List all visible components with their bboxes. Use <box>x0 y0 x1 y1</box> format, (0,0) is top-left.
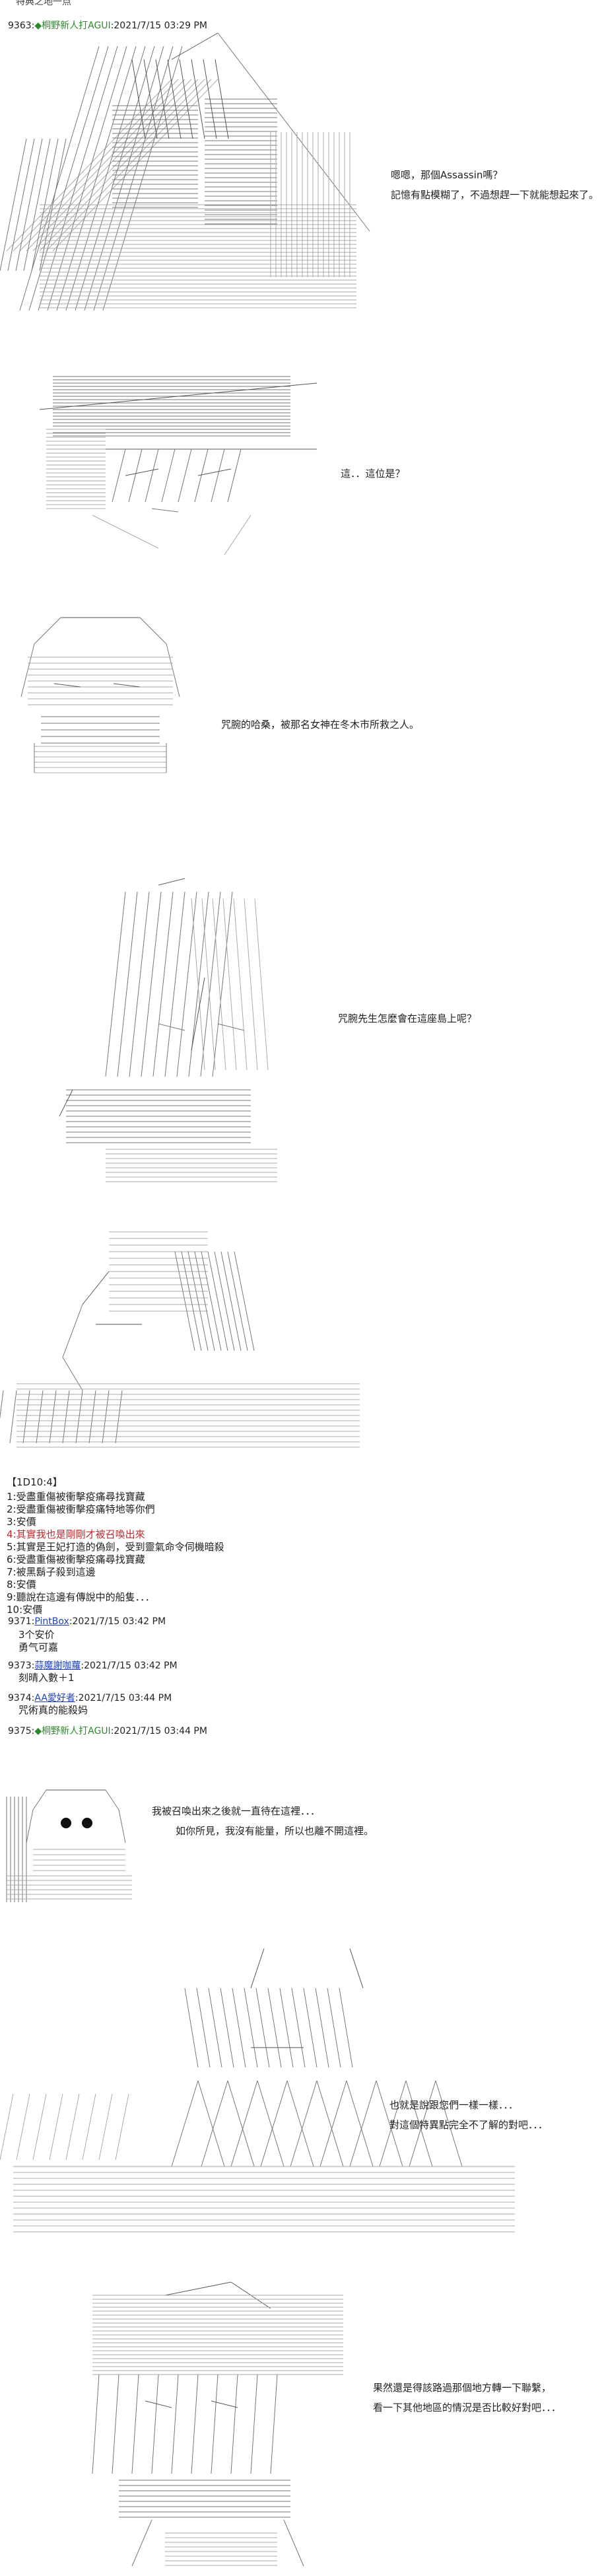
top-fragment-text: 特典之地一点 <box>16 0 71 7</box>
post-body-line: 3个安价 <box>18 1629 55 1641</box>
dice-option: 10:安價 <box>7 1604 43 1616</box>
dialogue-line: 嗯嗯，那個Assassin嗎？ <box>391 169 503 181</box>
post-time: :2021/7/15 03:44 PM <box>75 1693 172 1703</box>
dice-result-header: 【1D10:4】 <box>7 1476 63 1488</box>
post-time: :2021/7/15 03:42 PM <box>81 1661 178 1671</box>
dice-option: 4:其實我也是剛剛才被召喚出來 <box>7 1528 145 1540</box>
post-body: 咒術真的能殺妈 <box>18 1704 88 1717</box>
post-header: 9371:PintBox:2021/7/15 03:42 PM <box>8 1616 166 1627</box>
ascii-art-panel-1 <box>0 32 370 311</box>
dice-option: 9:聽說在這邊有傳說中的船隻．．． <box>7 1591 155 1603</box>
dialogue-block-5: 我被召喚出來之後就一直待在這裡．．． 如你所見，我沒有能量，所以也離不開這裡。 <box>152 1801 374 1841</box>
dice-option: 8:安價 <box>7 1579 36 1591</box>
dice-option: 2:受盡重傷被衝擊疫痛特地等你們 <box>7 1503 155 1515</box>
post-number: 9373: <box>8 1661 35 1671</box>
ascii-art-panel-7 <box>0 1948 515 2233</box>
dialogue-block-6: 也就是說跟您們一樣一樣．．． 對這個特異點完全不了解的對吧．．． <box>389 2095 548 2135</box>
dialogue-line: 咒腕先生怎麼會在這座島上呢？ <box>338 1013 477 1024</box>
poster-name[interactable]: PintBox <box>34 1616 69 1627</box>
dice-option: 5:其實是王妃打造的偽劍，受到靈氣命令伺機暗殺 <box>7 1541 224 1553</box>
post-time: :2021/7/15 03:42 PM <box>69 1616 166 1627</box>
ascii-art-panel-4 <box>59 878 277 1182</box>
ascii-art-panel-3 <box>20 617 180 773</box>
post-time: :2021/7/15 03:44 PM <box>110 1726 207 1736</box>
post-number: 9363: <box>8 20 35 31</box>
poster-name[interactable]: ◆桐野新人打AGUI <box>34 1726 111 1736</box>
eye-icon <box>61 1818 71 1828</box>
post-number: 9375: <box>8 1726 35 1736</box>
post-body: 3个安价 勇气可嘉 <box>18 1629 58 1654</box>
dialogue-block-2: 這．．這位是？ <box>341 464 405 483</box>
dialogue-line: 看一下其他地區的情況是否比較好對吧．．． <box>373 2402 562 2414</box>
dice-option: 1:受盡重傷被衝擊疫痛尋找寶藏 <box>7 1491 145 1503</box>
dialogue-line: 也就是說跟您們一樣一樣．．． <box>389 2099 519 2111</box>
dialogue-block-7: 果然還是得該路過那個地方轉一下聯繫， 看一下其他地區的情況是否比較好對吧．．． <box>373 2378 561 2417</box>
dialogue-line: 對這個特異點完全不了解的對吧．．． <box>389 2119 549 2131</box>
eye-icon <box>82 1818 92 1828</box>
post-body-line: 刻晴入數＋1 <box>18 1672 75 1684</box>
post-header: 9373:蒜魔謝咖蘿:2021/7/15 03:42 PM <box>8 1659 178 1672</box>
dialogue-line: 如你所見，我沒有能量，所以也離不開這裡。 <box>176 1825 374 1837</box>
post-header: 9363:◆桐野新人打AGUI:2021/7/15 03:29 PM <box>8 18 207 32</box>
ascii-art-panel-2 <box>39 376 318 555</box>
dialogue-line: 我被召喚出來之後就一直待在這裡．．． <box>152 1805 321 1817</box>
dialogue-line: 這．．這位是？ <box>341 468 405 480</box>
post-body-line: 勇气可嘉 <box>18 1641 59 1653</box>
dialogue-block-3: 咒腕的哈桑，被那名女神在冬木市所救之人。 <box>221 715 419 734</box>
dialogue-line: 記憶有點模糊了，不過想趕一下就能想起來了。 <box>391 189 599 201</box>
dialogue-block-1: 嗯嗯，那個Assassin嗎？ 記憶有點模糊了，不過想趕一下就能想起來了。 <box>391 165 599 205</box>
dice-option: 7:被黑鬍子殺到這邊 <box>7 1566 96 1578</box>
ascii-art-panel-8 <box>92 2281 343 2567</box>
post-body-line: 咒術真的能殺妈 <box>18 1704 88 1716</box>
post-header: 9375:◆桐野新人打AGUI:2021/7/15 03:44 PM <box>8 1724 207 1737</box>
poster-name[interactable]: ◆桐野新人打AGUI <box>34 20 111 31</box>
dialogue-block-4: 咒腕先生怎麼會在這座島上呢？ <box>338 1009 477 1028</box>
post-number: 9374: <box>8 1693 35 1703</box>
post-number: 9371: <box>8 1616 35 1627</box>
post-time: :2021/7/15 03:29 PM <box>110 20 207 31</box>
dialogue-line: 果然還是得該路過那個地方轉一下聯繫， <box>373 2382 552 2394</box>
dialogue-line: 咒腕的哈桑，被那名女神在冬木市所救之人。 <box>221 719 420 731</box>
ascii-art-panel-5 <box>0 1231 360 1448</box>
ascii-art-panel-6 <box>6 1789 132 1902</box>
dice-option: 6:受盡重傷被衝擊疫痛尋找寶藏 <box>7 1554 145 1565</box>
post-body: 刻晴入數＋1 <box>18 1672 75 1684</box>
dice-option: 3:安價 <box>7 1516 36 1528</box>
post-header: 9374:AA愛好者:2021/7/15 03:44 PM <box>8 1691 172 1704</box>
poster-name[interactable]: AA愛好者 <box>34 1693 75 1703</box>
poster-name[interactable]: 蒜魔謝咖蘿 <box>34 1661 81 1671</box>
